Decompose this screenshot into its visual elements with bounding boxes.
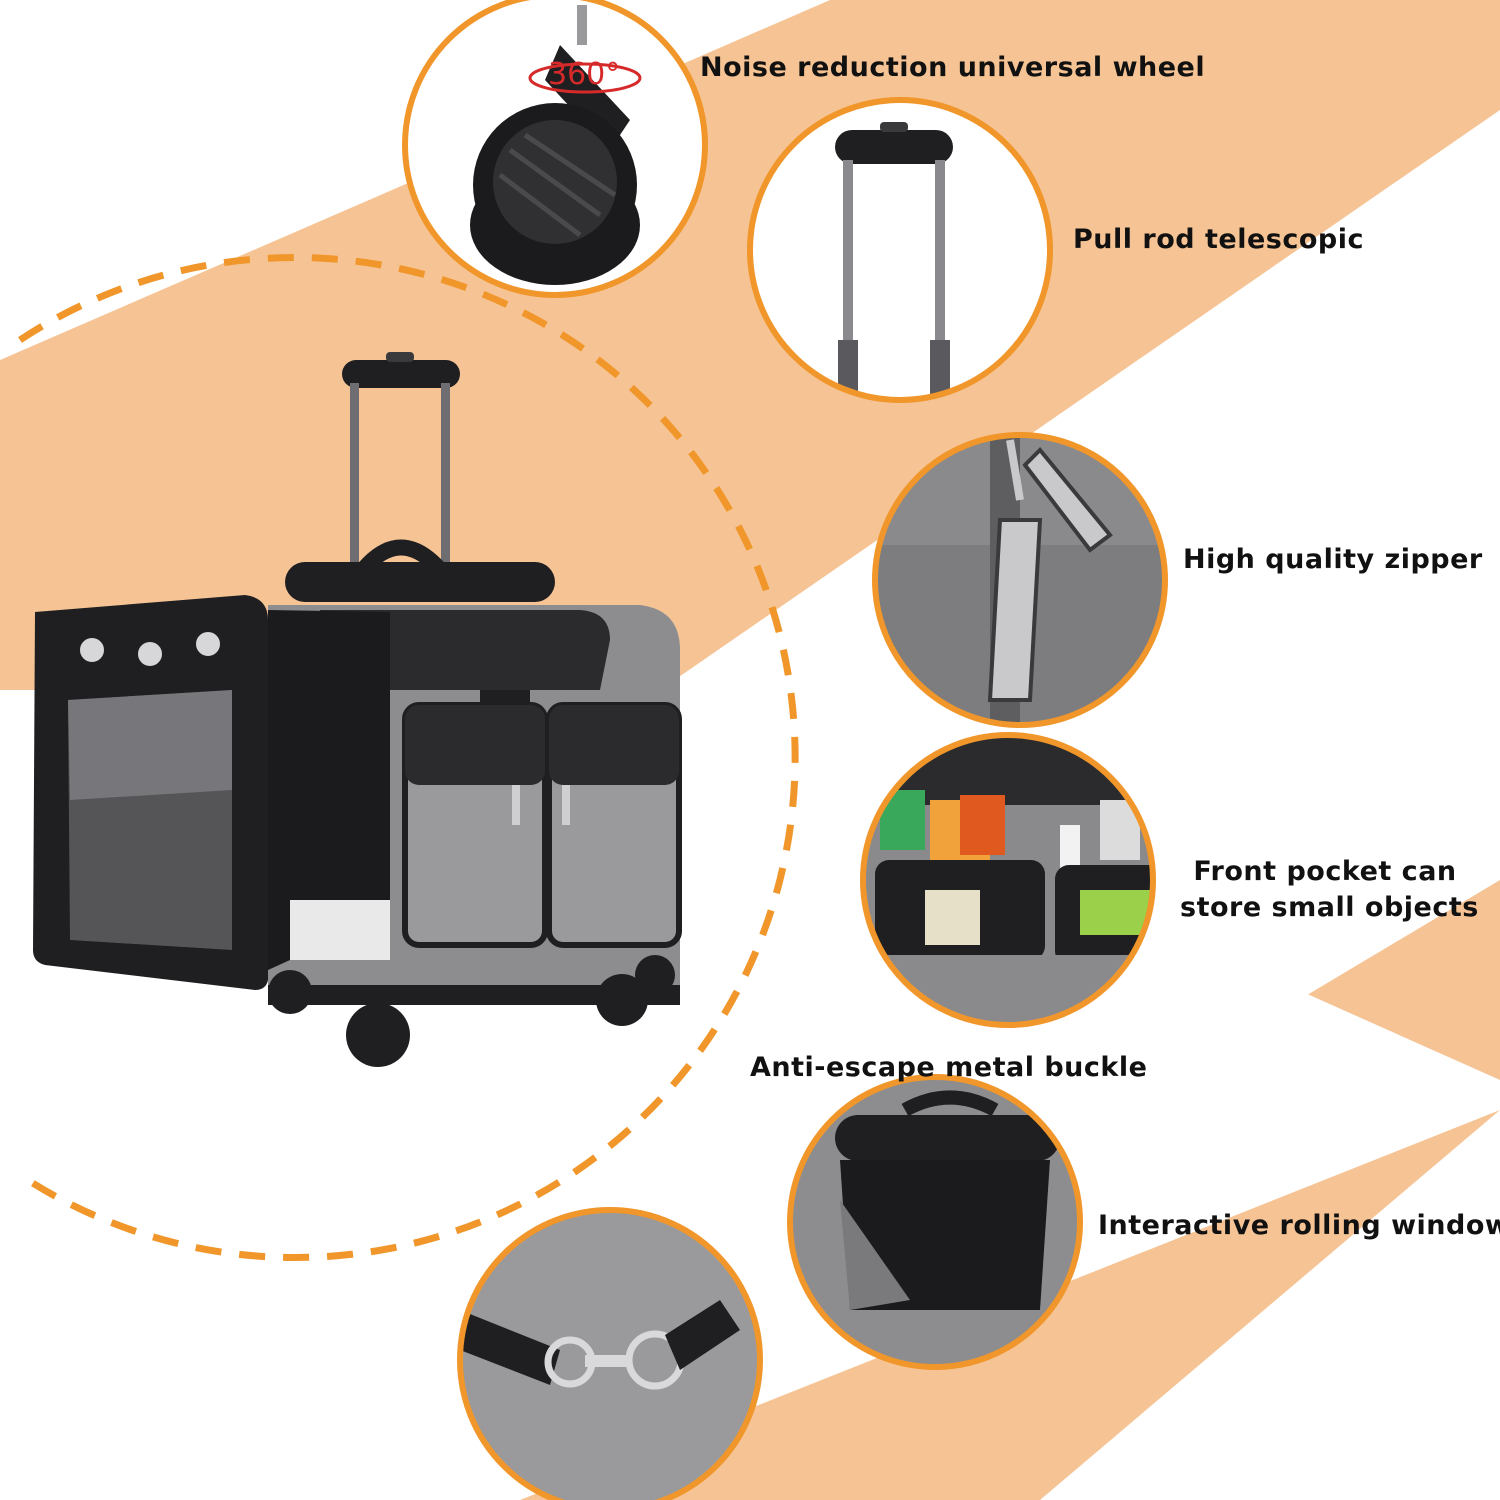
feature-label-handle: Pull rod telescopic: [1073, 224, 1365, 255]
feature-label-zipper: High quality zipper: [1183, 544, 1483, 575]
feature-label-buckle: Anti-escape metal buckle: [750, 1052, 1148, 1083]
feature-label-wheel: Noise reduction universal wheel: [700, 52, 1206, 83]
feature-circle-buckle: [457, 1207, 763, 1500]
metal-buckle-icon: [460, 1210, 760, 1500]
feature-label-pocket-line1: Front pocket can: [1193, 856, 1457, 887]
background-band-top: [0, 0, 1500, 690]
feature-circle-wheel: 360°: [402, 0, 708, 298]
wheel-360-badge: 360°: [548, 57, 620, 92]
feature-circle-handle: [747, 97, 1053, 403]
dashed-arc: [18, 254, 799, 1261]
universal-wheel-icon: [405, 0, 705, 295]
feature-label-window: Interactive rolling window: [1098, 1210, 1500, 1241]
feature-label-pocket-line2: store small objects: [1180, 892, 1479, 923]
feature-circle-window: [787, 1074, 1083, 1370]
feature-circle-zipper: [872, 432, 1168, 728]
feature-label-pocket: Front pocket can store small objects: [1180, 854, 1479, 926]
telescopic-handle-icon: [835, 122, 953, 400]
pet-carrier-trolley-icon: [33, 352, 682, 1067]
